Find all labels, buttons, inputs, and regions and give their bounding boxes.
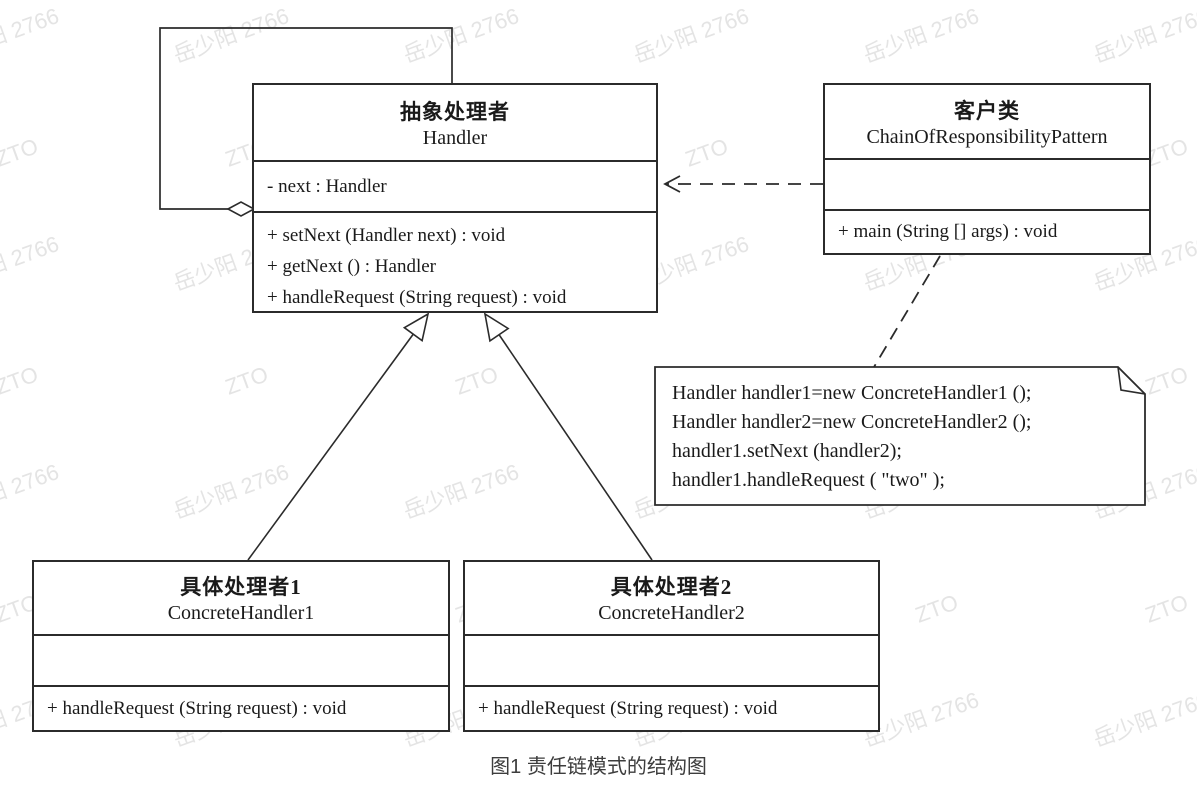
class-box-handler: 抽象处理者 Handler - next : Handler + setNext… [252, 83, 658, 313]
class-box-concrete-handler-1: 具体处理者1 ConcreteHandler1 + handleRequest … [32, 560, 450, 732]
method-line: + setNext (Handler next) : void [267, 225, 506, 246]
note-code-line: handler1.setNext (handler2); [672, 440, 902, 462]
method-line: + handleRequest (String request) : void [478, 697, 778, 719]
class-handler-title: 抽象处理者 Handler [254, 85, 656, 160]
class-client-methods: + main (String [] args) : void [825, 209, 1149, 253]
uml-note: Handler handler1=new ConcreteHandler1 ()… [655, 367, 1142, 507]
class-concrete2-title-cn: 具体处理者2 [610, 575, 733, 599]
class-handler-attributes: - next : Handler [254, 160, 656, 211]
note-anchor-line [873, 255, 941, 368]
class-concrete2-attributes [465, 634, 878, 685]
class-concrete2-title: 具体处理者2 ConcreteHandler2 [465, 562, 878, 634]
class-concrete1-attributes [34, 634, 448, 685]
method-line: + main (String [] args) : void [838, 221, 1058, 242]
attribute-line: - next : Handler [267, 175, 387, 197]
class-concrete1-title-en: ConcreteHandler1 [167, 602, 315, 624]
class-concrete1-methods: + handleRequest (String request) : void [34, 685, 448, 730]
class-concrete1-title: 具体处理者1 ConcreteHandler1 [34, 562, 448, 634]
note-code-line: handler1.handleRequest ( "two" ); [672, 469, 945, 491]
class-concrete1-title-cn: 具体处理者1 [180, 575, 302, 599]
method-line: + getNext () : Handler [267, 256, 436, 277]
generalization-line-1 [247, 312, 430, 561]
class-handler-title-en: Handler [422, 126, 488, 149]
class-box-concrete-handler-2: 具体处理者2 ConcreteHandler2 + handleRequest … [463, 560, 880, 732]
note-fold-icon [1117, 366, 1146, 395]
class-client-attributes [825, 158, 1149, 209]
class-client-title-cn: 客户类 [954, 98, 1020, 123]
class-client-title: 客户类 ChainOfResponsibilityPattern [825, 85, 1149, 158]
generalization-line-2 [483, 312, 653, 561]
class-handler-methods: + setNext (Handler next) : void + getNex… [254, 211, 656, 313]
class-client-title-en: ChainOfResponsibilityPattern [866, 125, 1108, 148]
figure-caption: 图1 责任链模式的结构图 [490, 756, 707, 778]
class-concrete2-methods: + handleRequest (String request) : void [465, 685, 878, 730]
aggregation-self-loop-line [159, 27, 453, 217]
note-code-line: Handler handler2=new ConcreteHandler2 ()… [672, 411, 1032, 433]
note-shape [654, 366, 1146, 506]
method-line: + handleRequest (String request) : void [267, 287, 567, 308]
class-concrete2-title-en: ConcreteHandler2 [598, 602, 745, 624]
note-code-line: Handler handler1=new ConcreteHandler1 ()… [672, 382, 1032, 404]
class-handler-title-cn: 抽象处理者 [400, 99, 510, 124]
method-line: + handleRequest (String request) : void [47, 697, 347, 719]
class-box-client: 客户类 ChainOfResponsibilityPattern + main … [823, 83, 1151, 255]
